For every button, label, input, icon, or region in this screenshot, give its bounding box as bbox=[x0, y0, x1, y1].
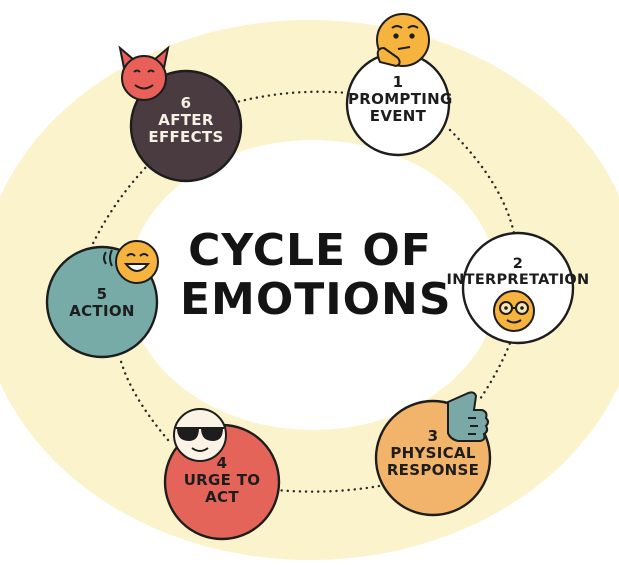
title-line2: EMOTIONS bbox=[180, 274, 452, 326]
node-1-label: 1 PROMPTING EVENT bbox=[348, 73, 453, 125]
connector-5-to-6 bbox=[86, 163, 150, 256]
node-4-text-line2: ACT bbox=[205, 487, 239, 506]
laughing-face-icon bbox=[103, 240, 159, 284]
node-1-text-line1: PROMPTING bbox=[348, 89, 453, 108]
node-4-number: 4 bbox=[216, 454, 228, 472]
connector-6-to-1 bbox=[231, 90, 349, 105]
node-5-text-line1: ACTION bbox=[69, 301, 135, 320]
node-1-text-line2: EVENT bbox=[369, 106, 427, 125]
node-1-number: 1 bbox=[392, 73, 404, 91]
thinking-face-icon bbox=[376, 13, 430, 68]
connector-4-to-5 bbox=[118, 356, 170, 442]
cycle-connectors bbox=[86, 90, 517, 493]
diagram-title: CYCLE OF EMOTIONS bbox=[180, 225, 452, 326]
node-3-label: 3 PHYSICAL RESPONSE bbox=[380, 428, 486, 478]
node-5-number: 5 bbox=[96, 285, 108, 303]
node-3-text-line2: RESPONSE bbox=[386, 460, 480, 479]
node-5-label: 5 ACTION bbox=[52, 286, 152, 320]
node-2-text-line1: INTERPRETATION bbox=[446, 272, 590, 289]
node-2-number: 2 bbox=[512, 256, 524, 272]
connector-3-to-4 bbox=[275, 483, 387, 493]
node-6-text-line1: AFTER bbox=[158, 110, 214, 129]
node-3-number: 3 bbox=[427, 427, 439, 445]
thumbs-up-icon bbox=[447, 391, 489, 442]
connector-1-to-2 bbox=[448, 128, 517, 240]
sunglasses-face-icon bbox=[173, 408, 227, 462]
node-3-text-line1: PHYSICAL bbox=[390, 443, 476, 462]
devil-face-icon bbox=[118, 45, 170, 101]
node-6-text-line2: EFFECTS bbox=[148, 127, 224, 146]
node-6-circle bbox=[129, 69, 243, 183]
node-4-text-line1: URGE TO bbox=[183, 470, 261, 489]
glasses-face-icon bbox=[493, 290, 535, 332]
node-4-label: 4 URGE TO ACT bbox=[172, 455, 272, 505]
title-line1: CYCLE OF bbox=[188, 225, 432, 276]
node-6-label: 6 AFTER EFFECTS bbox=[136, 95, 236, 145]
connector-2-to-3 bbox=[476, 336, 514, 404]
node-2-circle bbox=[461, 231, 575, 345]
node-2-label: 2 INTERPRETATION bbox=[443, 256, 593, 288]
node-6-number: 6 bbox=[180, 94, 192, 112]
